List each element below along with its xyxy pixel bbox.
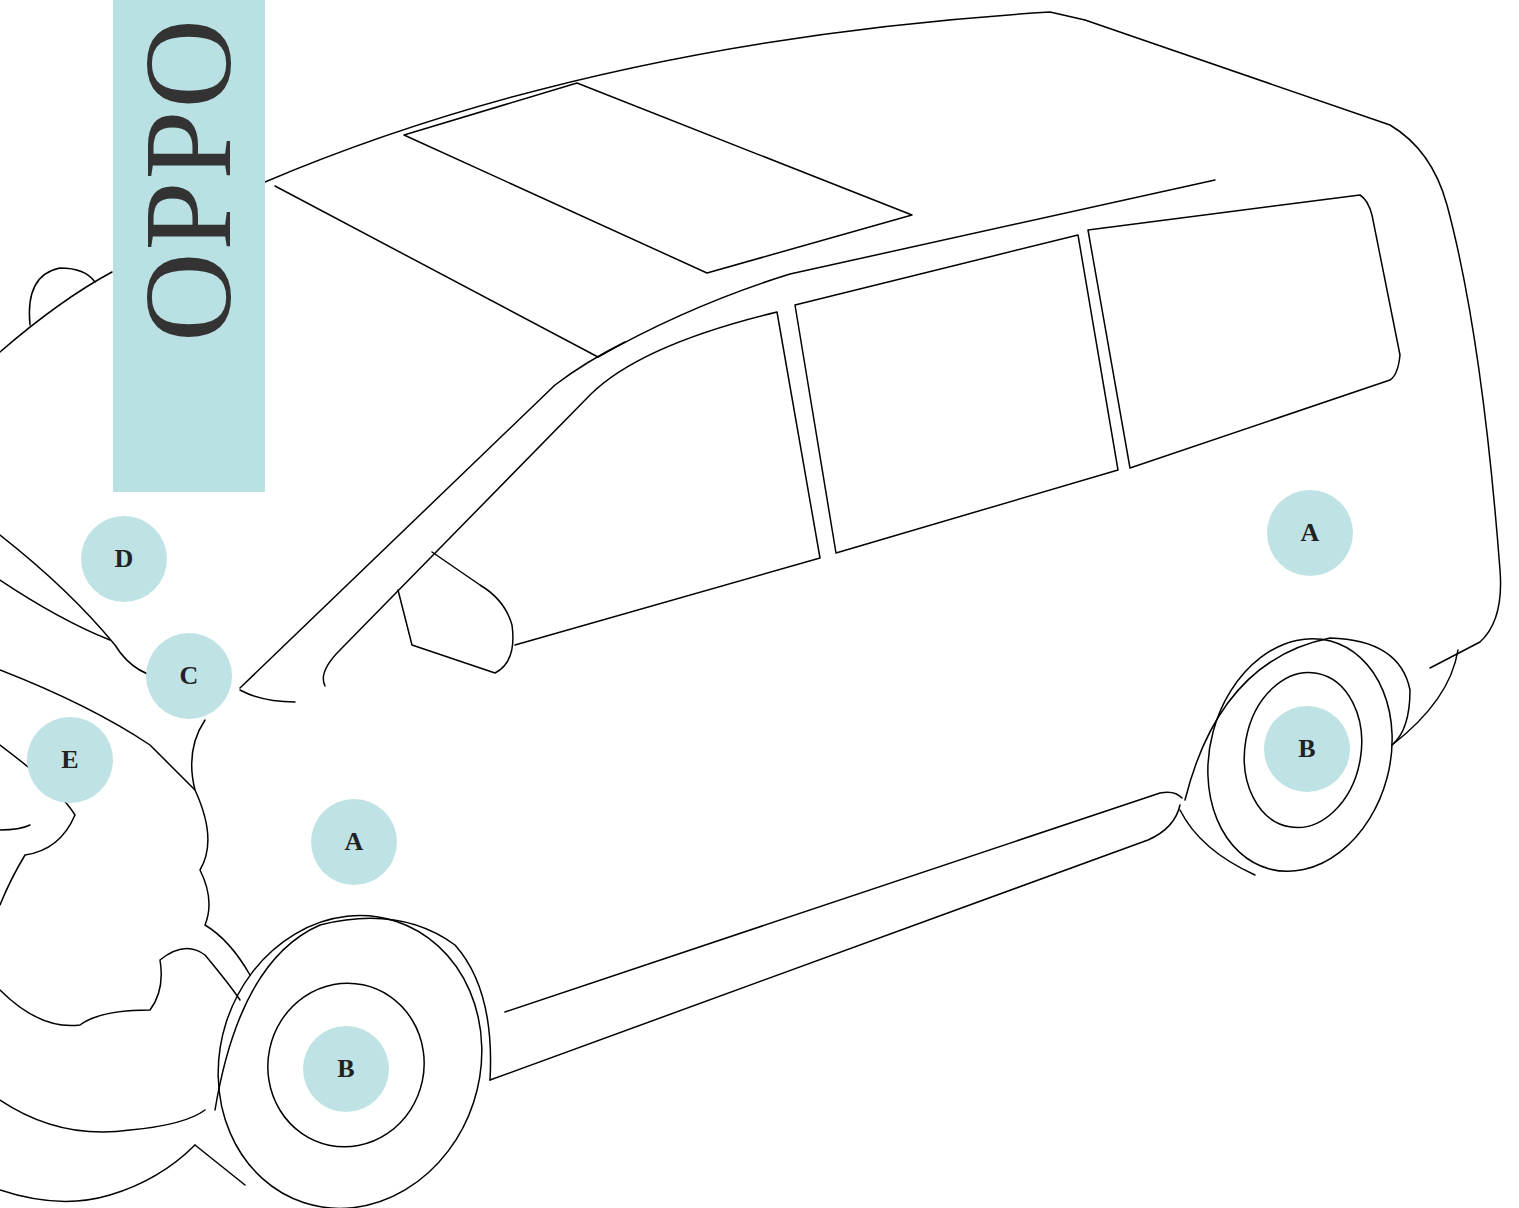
band-text: OPPO [113, 17, 265, 342]
car-outline [0, 949, 240, 1026]
callout-letter: B [1298, 734, 1315, 764]
car-outline [1180, 810, 1255, 875]
car-outline [240, 342, 625, 688]
car-outline [0, 825, 30, 830]
car-outline [598, 180, 1215, 357]
car-outline [1232, 663, 1373, 837]
callout-circle: B [303, 1026, 389, 1112]
car-outline [29, 268, 95, 325]
car-outline [1183, 618, 1418, 893]
car-outline [398, 552, 513, 673]
circle-fill [303, 1026, 389, 1112]
car-outline [215, 918, 491, 1110]
circle-fill [1267, 490, 1353, 576]
callout-letter: E [61, 745, 78, 775]
title-band: OPPO [113, 0, 265, 492]
car-outline [195, 1145, 245, 1185]
car-outline [0, 272, 112, 352]
car-outline [265, 12, 1501, 668]
car-outline [1088, 195, 1400, 468]
car-outline [0, 1145, 195, 1201]
callout-circle: C [146, 633, 232, 719]
car-outline [253, 969, 440, 1162]
car-outline [1185, 638, 1410, 800]
car-outline [323, 312, 820, 686]
car-outline [795, 235, 1118, 553]
callout-circle: A [311, 799, 397, 885]
car-outline [181, 881, 520, 1208]
circle-fill [311, 799, 397, 885]
circle-fill [27, 717, 113, 803]
callout-circle: A [1267, 490, 1353, 576]
car-outline [505, 792, 1182, 1012]
car-outline [192, 720, 250, 975]
car-outline [240, 690, 295, 702]
car-outline [0, 1100, 205, 1132]
car-outline [275, 186, 598, 357]
car-outline [490, 805, 1180, 1080]
callout-letter: A [1301, 518, 1320, 548]
callout-letter: A [345, 827, 364, 857]
callout-circle: E [27, 717, 113, 803]
circle-fill [81, 516, 167, 602]
callout-circle: D [81, 516, 167, 602]
car-outline [404, 83, 912, 273]
car-lines [0, 12, 1501, 1208]
circle-fill [1264, 706, 1350, 792]
callout-circle: B [1264, 706, 1350, 792]
circle-fill [146, 633, 232, 719]
callout-letter: D [115, 544, 134, 574]
callout-letter: B [337, 1054, 354, 1084]
callout-letter: C [180, 661, 199, 691]
